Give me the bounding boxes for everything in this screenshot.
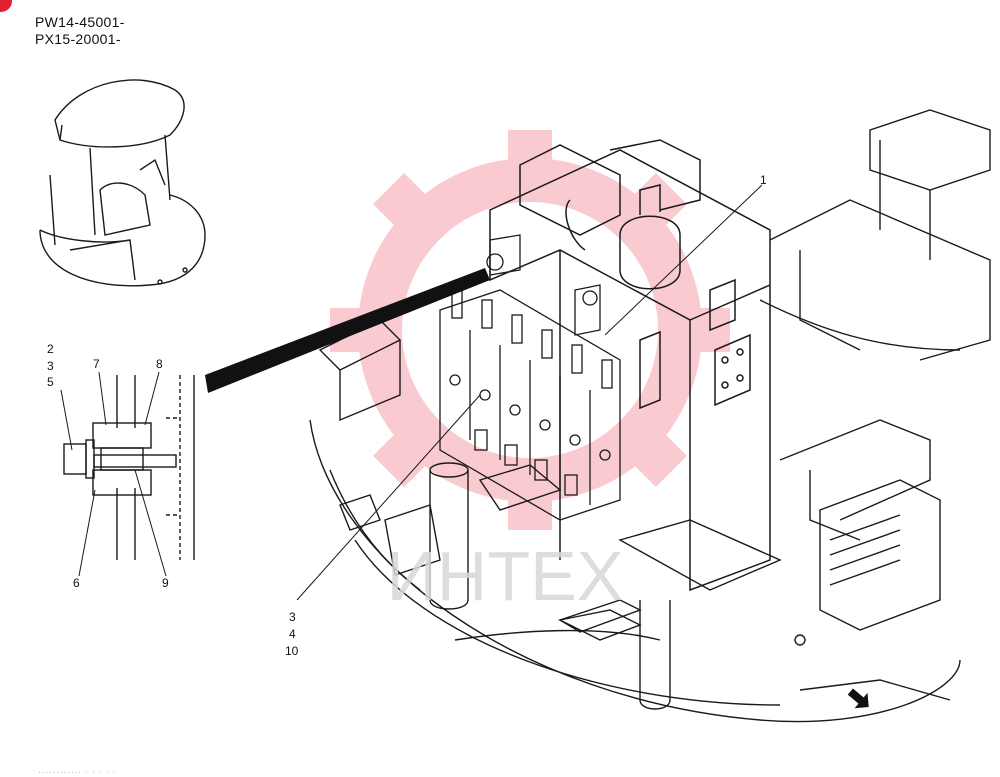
detail-callout-2: 2 [47, 342, 54, 356]
footer-text: ············ · · · · · [38, 768, 117, 777]
base-plate [309, 419, 961, 723]
detail-leaders [60, 371, 167, 577]
watermark-text: ИНТЕХ [386, 537, 623, 615]
direction-arrow-icon [847, 688, 869, 709]
detail-callout-3: 3 [47, 359, 54, 373]
detail-callout-9: 9 [162, 576, 169, 590]
serial-range-1: PW14-45001- [35, 14, 125, 30]
callout-10: 10 [285, 644, 299, 658]
callout-4: 4 [289, 627, 296, 641]
callout-1: 1 [760, 173, 767, 187]
cab-inset-drawing [39, 79, 206, 287]
tank-mount [489, 139, 771, 592]
callout-leaders [296, 184, 763, 601]
callout-3: 3 [289, 610, 296, 624]
detail-pointer-wedge [205, 268, 490, 393]
detail-callout-6: 6 [73, 576, 80, 590]
serial-range-2: PX15-20001- [35, 31, 121, 47]
support-posts [318, 319, 782, 710]
detail-callout-7: 7 [93, 357, 100, 371]
detail-callout-5: 5 [47, 375, 54, 389]
bolt-detail-drawing [63, 375, 195, 560]
detail-callout-8: 8 [156, 357, 163, 371]
control-valve-assembly [439, 234, 621, 521]
chassis-frame [759, 109, 991, 631]
